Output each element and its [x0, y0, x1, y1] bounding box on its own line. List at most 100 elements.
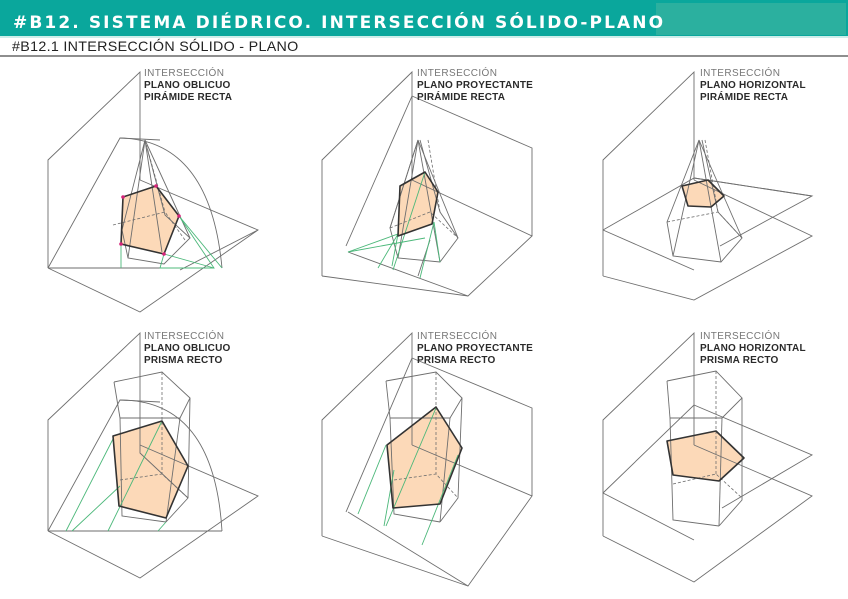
section-fill	[398, 172, 438, 236]
edge-line	[389, 417, 441, 523]
label-solid-type: PRISMA RECTO	[700, 355, 779, 366]
edge-line	[439, 417, 451, 523]
edge-line	[385, 371, 463, 419]
page-title: #B12. SISTEMA DIÉDRICO. INTERSECCIÓN SÓL…	[13, 13, 666, 33]
diagram-proyectante-prisma	[321, 331, 533, 587]
edge-line	[411, 357, 533, 496]
hidden-edge	[427, 139, 441, 213]
edge-line	[345, 357, 413, 513]
intersection-point	[177, 214, 181, 218]
section-outline	[112, 420, 189, 519]
hidden-edge	[704, 139, 719, 213]
construction-line	[433, 221, 441, 263]
label-solid-type: PIRÁMIDE RECTA	[700, 92, 789, 103]
edge-line	[347, 251, 469, 297]
edge-line	[321, 444, 533, 587]
construction-line	[357, 444, 387, 515]
hidden-edge	[119, 473, 189, 499]
header-accent-block	[656, 3, 846, 35]
edge-line	[602, 492, 695, 541]
construction-line	[347, 237, 426, 253]
construction-line	[159, 215, 215, 269]
label-plane-type: PLANO PROYECTANTE	[417, 80, 533, 91]
section-outline	[386, 406, 463, 509]
hidden-edge	[144, 139, 166, 213]
construction-line	[178, 215, 223, 269]
edge-line	[321, 70, 413, 276]
label-heading: INTERSECCIÓN	[417, 331, 498, 342]
edge-line	[47, 70, 141, 268]
hidden-edge	[393, 473, 459, 499]
construction-line	[383, 469, 395, 527]
section-fill	[113, 421, 188, 518]
intersection-point	[162, 252, 166, 256]
edge-line	[718, 398, 743, 527]
edge-line	[698, 139, 743, 239]
label-solid-type: PRISMA RECTO	[417, 355, 496, 366]
label-plane-type: PLANO HORIZONTAL	[700, 343, 806, 354]
edge-line	[347, 511, 469, 587]
hidden-edge	[672, 473, 743, 499]
construction-line	[71, 485, 121, 532]
header-divider	[0, 36, 848, 38]
subtitle-underline	[0, 55, 848, 57]
edge-line	[47, 331, 141, 531]
edge-line	[345, 95, 413, 247]
construction-line	[421, 454, 459, 546]
section-outline	[681, 179, 725, 208]
diagram-proyectante-piramide	[321, 70, 533, 297]
edge-line	[179, 229, 259, 271]
edge-line	[602, 229, 695, 271]
edge-line	[119, 417, 167, 523]
edge-line	[666, 370, 743, 419]
construction-line	[163, 253, 215, 269]
construction-line	[419, 221, 435, 279]
label-plane-type: PLANO OBLICUO	[144, 343, 231, 354]
label-heading: INTERSECCIÓN	[144, 68, 225, 79]
edge-line	[165, 417, 181, 523]
edge-line	[385, 380, 391, 419]
construction-line	[392, 171, 426, 271]
diagram-horizontal-prisma	[602, 331, 813, 583]
diagram-oblicuo-piramide	[47, 70, 259, 313]
edge-line	[698, 139, 722, 263]
rotation-arc	[119, 137, 223, 269]
hidden-edge	[666, 211, 743, 239]
label-solid-type: PIRÁMIDE RECTA	[417, 92, 506, 103]
hidden-edge	[112, 211, 186, 241]
diagram-horizontal-piramide	[602, 70, 814, 301]
section-subtitle: #B12.1 INTERSECCIÓN SÓLIDO - PLANO	[12, 38, 299, 54]
construction-line	[107, 420, 163, 532]
label-plane-type: PLANO HORIZONTAL	[700, 80, 806, 91]
intersection-point	[121, 195, 125, 199]
label-plane-type: PLANO PROYECTANTE	[417, 343, 533, 354]
edge-line	[602, 404, 813, 509]
construction-line	[391, 233, 399, 267]
intersection-point	[154, 184, 158, 188]
edge-line	[47, 179, 259, 313]
edge-line	[144, 139, 163, 253]
section-outline	[397, 171, 439, 237]
edge-line	[321, 179, 533, 297]
edge-line	[127, 139, 146, 259]
edge-line	[397, 139, 419, 259]
label-solid-type: PIRÁMIDE RECTA	[144, 92, 233, 103]
label-solid-type: PRISMA RECTO	[144, 355, 223, 366]
edge-line	[411, 95, 533, 236]
edge-line	[321, 331, 413, 536]
label-heading: INTERSECCIÓN	[700, 68, 781, 79]
edge-line	[602, 444, 813, 583]
edge-line	[417, 139, 441, 263]
edge-line	[602, 70, 695, 276]
section-outline	[666, 430, 745, 482]
label-heading: INTERSECCIÓN	[417, 68, 498, 79]
edge-line	[113, 371, 191, 419]
construction-line	[157, 521, 167, 532]
edge-line	[666, 380, 671, 419]
